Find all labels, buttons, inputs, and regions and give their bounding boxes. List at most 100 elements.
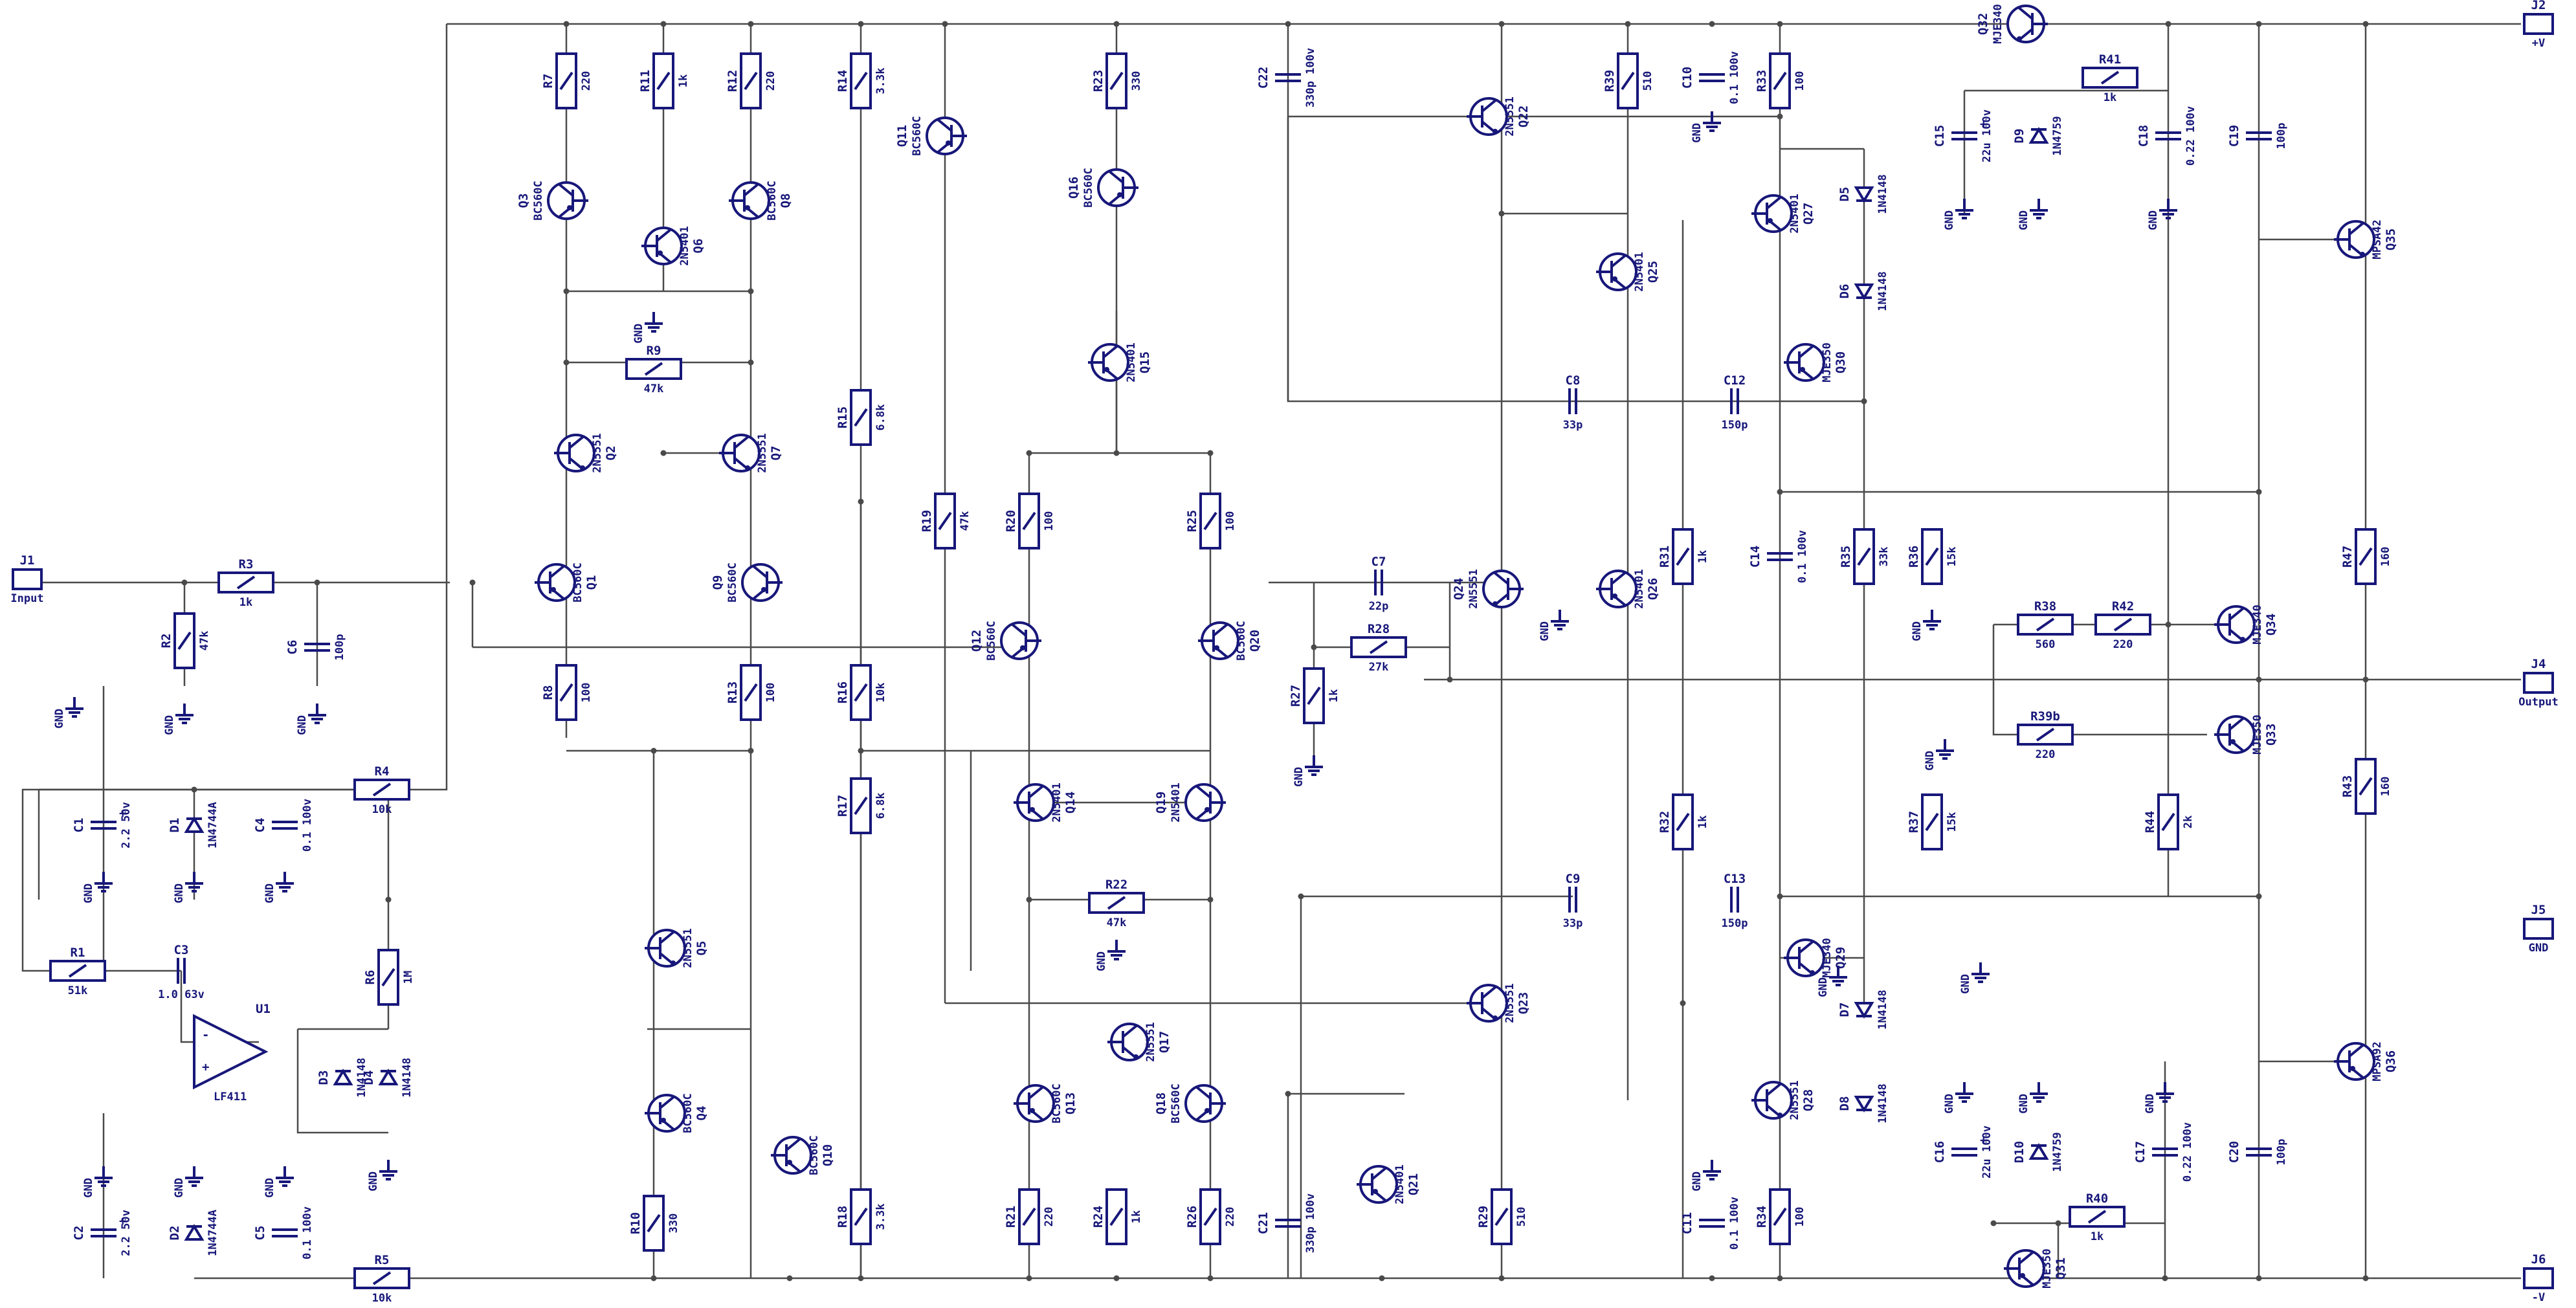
capacitor-c3[interactable]: C31.0 63v xyxy=(158,943,205,1001)
connector-j6[interactable]: J6-V xyxy=(2523,1252,2554,1304)
connector-j2[interactable]: J2+V xyxy=(2523,0,2554,50)
